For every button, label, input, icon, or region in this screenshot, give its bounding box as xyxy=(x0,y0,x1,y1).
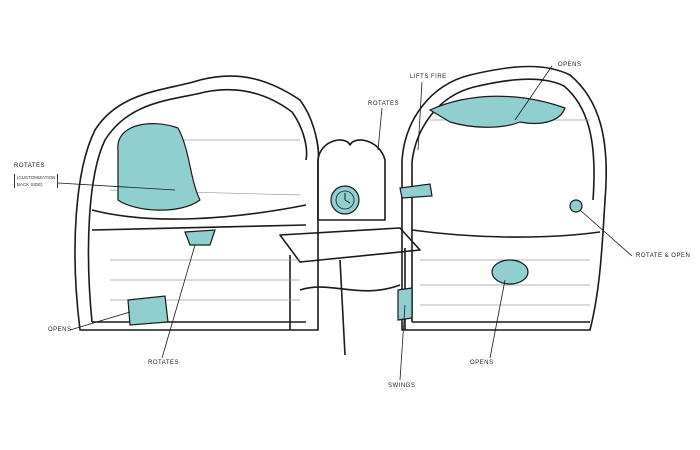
right-house-shell xyxy=(401,65,608,331)
label-rotates-chair: Rotates xyxy=(148,360,179,366)
label-lifts-fire: Lifts fire xyxy=(410,74,447,80)
label-opens-table: Opens xyxy=(470,360,494,366)
desk xyxy=(279,227,421,356)
swinging-door xyxy=(397,287,413,321)
rotate-open-knob xyxy=(569,199,583,213)
rotating-chair xyxy=(184,229,216,246)
label-rotates-clock: Rotates xyxy=(368,101,399,107)
clock-tower xyxy=(317,139,386,221)
label-bed-note-line2: back side) xyxy=(17,182,43,187)
canopy xyxy=(428,95,566,128)
left-house-shell xyxy=(74,75,320,331)
rotating-bed xyxy=(117,123,201,211)
label-opens-canopy: Opens xyxy=(558,62,582,68)
label-bed-note-line1: (customization xyxy=(17,175,56,180)
round-table xyxy=(491,259,529,285)
label-rotates-bed: Rotates xyxy=(14,163,45,169)
side-cabinet xyxy=(399,183,433,199)
label-bed-note: (customization back side) xyxy=(14,174,59,188)
label-swings: Swings xyxy=(388,383,416,389)
label-rotate-open: Rotate & open xyxy=(636,253,691,259)
toy-chest xyxy=(127,295,169,326)
label-opens-chest: Opens xyxy=(48,327,72,333)
